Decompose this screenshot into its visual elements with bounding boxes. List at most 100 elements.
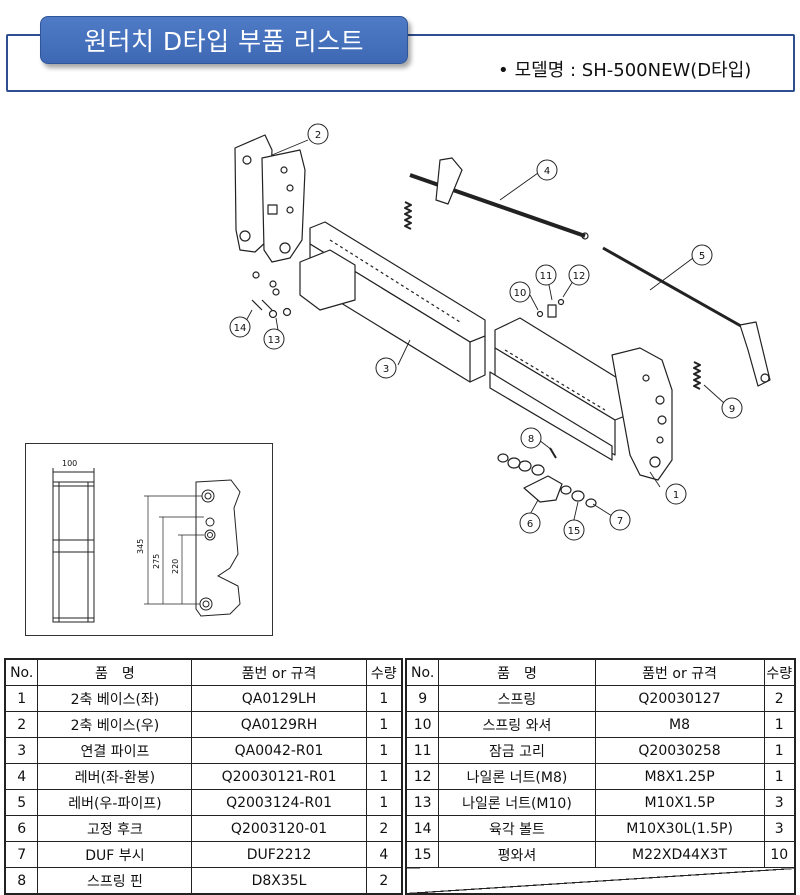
table-header-row: No. 품 명 품번 or 규격 수량 (405, 658, 796, 686)
spring-left (404, 201, 412, 230)
col-header-no: No. (4, 658, 39, 686)
empty-diagonal-cell (405, 867, 796, 895)
cell-code: M8 (594, 711, 765, 738)
cell-qty: 2 (365, 815, 403, 842)
cell-no: 4 (4, 763, 39, 790)
dim-345-label: 345 (136, 539, 145, 554)
svg-text:11: 11 (540, 271, 553, 282)
svg-text:3: 3 (383, 364, 389, 375)
cell-name: 평와셔 (438, 841, 596, 868)
cell-no: 3 (4, 737, 39, 764)
cell-name: 스프링 (438, 685, 596, 712)
svg-text:4: 4 (544, 166, 550, 177)
cell-qty: 1 (365, 685, 403, 712)
part-2-left-base (234, 134, 306, 263)
col-header-no: No. (405, 658, 440, 686)
cell-qty: 1 (365, 737, 403, 764)
cell-code: M10X1.5P (594, 789, 765, 816)
callout-4: 4 (536, 159, 558, 181)
cell-no: 15 (405, 841, 440, 868)
col-header-code: 품번 or 규격 (191, 658, 367, 686)
bullet-icon: • (498, 60, 509, 81)
part-3-connecting-pipe (299, 221, 486, 383)
part-5-lever-pipe (602, 246, 771, 387)
cell-name: 스프링 와셔 (438, 711, 596, 738)
part-4-lever-rod (409, 157, 589, 240)
cell-qty: 2 (763, 685, 796, 712)
col-header-name: 품 명 (37, 658, 193, 686)
callout-13: 13 (263, 328, 285, 350)
svg-text:1: 1 (673, 490, 679, 501)
col-header-qty: 수량 (365, 658, 403, 686)
cell-qty: 1 (365, 711, 403, 738)
svg-text:2: 2 (315, 130, 321, 141)
cell-name: 2축 베이스(우) (37, 711, 193, 738)
cell-code: Q20030121-R01 (191, 763, 367, 790)
table-header-row: No. 품 명 품번 or 규격 수량 (4, 658, 403, 686)
cell-no: 10 (405, 711, 440, 738)
cell-qty: 2 (365, 867, 403, 895)
model-text: 모델명 : SH-500NEW(D타입) (514, 60, 752, 81)
cell-name: 레버(우-파이프) (37, 789, 193, 816)
cell-qty: 1 (365, 789, 403, 816)
part-1-right-base (489, 317, 673, 481)
callout-10: 10 (509, 281, 531, 303)
svg-text:9: 9 (729, 404, 735, 415)
spring-right (693, 361, 701, 390)
table-row-empty (405, 867, 796, 895)
cell-code: QA0129LH (191, 685, 367, 712)
callout-1: 1 (665, 483, 687, 505)
cell-no: 11 (405, 737, 440, 764)
cell-name: 2축 베이스(좌) (37, 685, 193, 712)
cell-no: 14 (405, 815, 440, 842)
cell-code: QA0129RH (191, 711, 367, 738)
col-header-qty: 수량 (763, 658, 796, 686)
cell-code: M8X1.25P (594, 763, 765, 790)
svg-text:6: 6 (527, 519, 533, 530)
cell-no: 13 (405, 789, 440, 816)
cell-name: 연결 파이프 (37, 737, 193, 764)
cell-qty: 10 (763, 841, 796, 868)
cell-qty: 3 (763, 789, 796, 816)
cell-code: D8X35L (191, 867, 367, 895)
callout-14: 14 (229, 316, 251, 338)
col-header-code: 품번 or 규격 (594, 658, 765, 686)
cell-no: 1 (4, 685, 39, 712)
cell-code: DUF2212 (191, 841, 367, 868)
cell-no: 12 (405, 763, 440, 790)
svg-text:8: 8 (528, 434, 534, 445)
dim-220-label: 220 (171, 559, 180, 574)
cell-qty: 1 (763, 763, 796, 790)
cell-name: 스프링 핀 (37, 867, 193, 895)
callout-3: 3 (375, 357, 397, 379)
dimension-drawing: 100 345 275 220 (52, 459, 241, 623)
dim-275-label: 275 (152, 554, 161, 569)
cell-no: 8 (4, 867, 39, 895)
dim-width-label: 100 (62, 459, 77, 468)
cell-no: 6 (4, 815, 39, 842)
svg-text:10: 10 (514, 288, 527, 299)
cell-code: M10X30L(1.5P) (594, 815, 765, 842)
cell-name: 잠금 고리 (438, 737, 596, 764)
hardware-washers-hook (497, 453, 597, 508)
cell-qty: 4 (365, 841, 403, 868)
model-label: •모델명 : SH-500NEW(D타입) (498, 56, 751, 82)
cell-no: 7 (4, 841, 39, 868)
cell-code: Q20030258 (594, 737, 765, 764)
cell-name: DUF 부시 (37, 841, 193, 868)
cell-code: Q2003120-01 (191, 815, 367, 842)
